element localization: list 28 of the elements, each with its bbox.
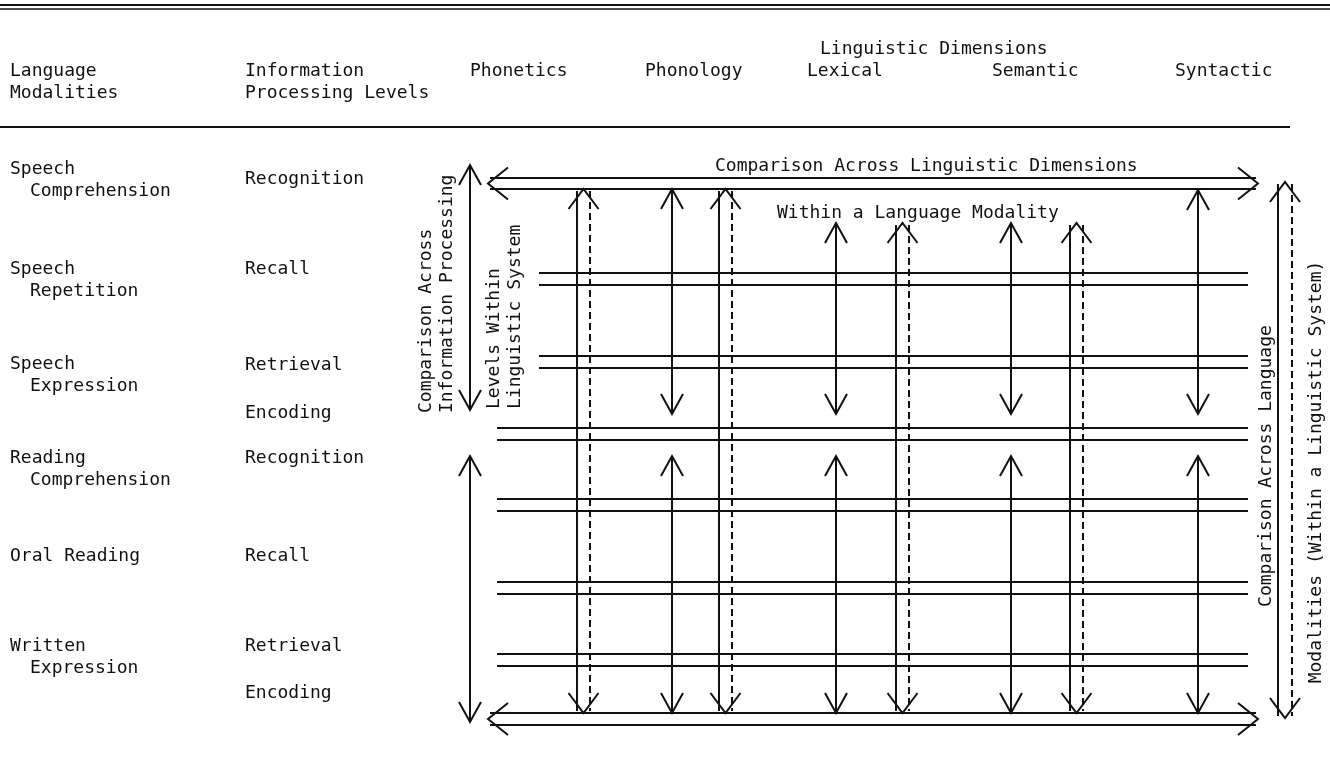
arrow-caption: Comparison Across Language [1253, 324, 1275, 609]
modality-label: Speech Comprehension [10, 157, 172, 201]
arrow-caption: Comparison Across Linguistic Dimensions [715, 154, 1139, 176]
level-label: Retrieval [245, 634, 344, 656]
level-label: Recall [245, 544, 312, 566]
column-heading: Information Processing Levels [245, 59, 431, 103]
modality-label: Speech Expression [10, 352, 140, 396]
arrow-caption: Modalities (Within a Linguistic System) [1303, 259, 1325, 686]
level-label: Recognition [245, 446, 366, 468]
column-heading: Lexical [807, 59, 884, 81]
level-label: Recognition [245, 167, 366, 189]
level-label: Encoding [245, 401, 333, 423]
column-heading: Syntactic [1175, 59, 1274, 81]
modality-label: Oral Reading [10, 544, 142, 566]
column-heading: Semantic [992, 59, 1080, 81]
modality-label: Written Expression [10, 634, 140, 678]
column-heading: Language Modalities [10, 59, 120, 103]
arrow-caption: Comparison Across Information Processing [414, 173, 456, 413]
level-label: Recall [245, 257, 312, 279]
column-group-heading: Linguistic Dimensions [820, 37, 1049, 59]
level-label: Retrieval [245, 353, 344, 375]
column-heading: Phonology [645, 59, 744, 81]
column-heading: Phonetics [470, 59, 569, 81]
modality-label: Reading Comprehension [10, 446, 172, 490]
arrow-caption: Levels Within Linguistic System [482, 223, 524, 409]
arrow-caption: Within a Language Modality [777, 201, 1060, 223]
modality-label: Speech Repetition [10, 257, 140, 301]
level-label: Encoding [245, 681, 333, 703]
